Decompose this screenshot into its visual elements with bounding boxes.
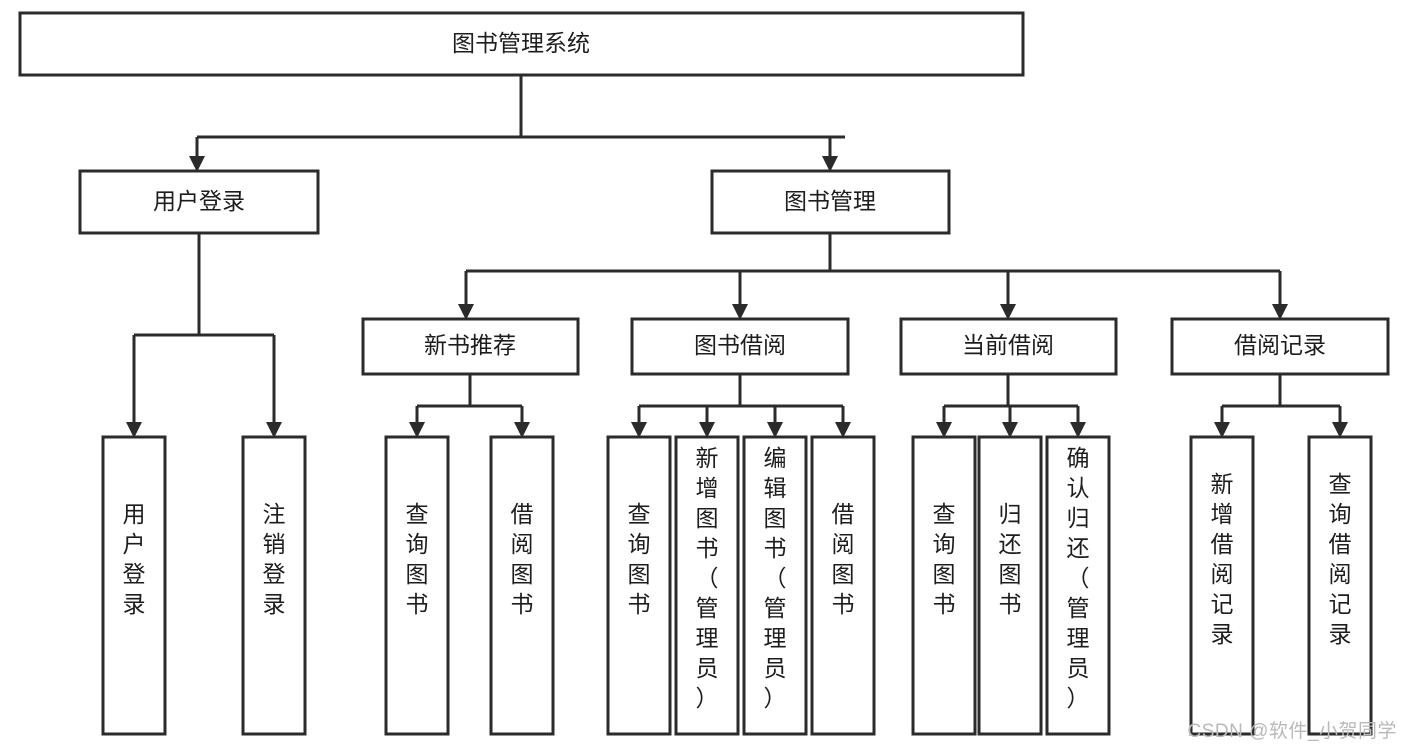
node-leaf-cb-confirm-return-box[interactable]: [1045, 435, 1111, 736]
arrow-bm-to-book-borrow: [732, 304, 748, 320]
node-leaf-bb-edit-book-box[interactable]: [742, 435, 808, 736]
node-leaf-nb-query-book[interactable]: 查询图书: [384, 435, 450, 736]
node-leaf-bb-query-book[interactable]: 查询图书: [606, 435, 672, 736]
node-leaf-nb-borrow-book-label: 借阅图书: [511, 501, 534, 617]
node-leaf-nb-query-book-label: 查询图书: [406, 501, 429, 617]
node-user-login[interactable]: 用户登录: [78, 169, 320, 235]
arrow-nb-leaf1: [409, 422, 425, 438]
node-root-box[interactable]: [18, 11, 1025, 77]
node-user-login-box[interactable]: [78, 169, 320, 235]
node-leaf-br-add-record-label: 新增借阅记录: [1211, 471, 1234, 647]
node-book-manage[interactable]: 图书管理: [710, 169, 951, 235]
node-leaf-bb-borrow-book-box[interactable]: [810, 435, 876, 736]
node-leaf-cb-return-book-box[interactable]: [977, 435, 1043, 736]
node-user-login-label: 用户登录: [153, 188, 245, 214]
node-leaf-br-query-record[interactable]: 查询借阅记录: [1307, 435, 1373, 736]
arrow-bb-leaf3: [767, 422, 783, 438]
edge-group-borrowrecord-to-leaves: [1214, 374, 1348, 438]
node-book-borrow[interactable]: 图书借阅: [630, 317, 850, 376]
node-leaf-logout-label: 注销登录: [263, 501, 286, 617]
node-borrow-record-box[interactable]: [1170, 317, 1390, 376]
arrow-bb-leaf2: [699, 422, 715, 438]
arrow-br-leaf2: [1332, 422, 1348, 438]
node-leaf-logout-box[interactable]: [241, 435, 307, 736]
node-root-label: 图书管理系统: [452, 30, 590, 56]
arrow-bm-to-borrow-record: [1272, 304, 1288, 320]
arrow-br-leaf1: [1214, 422, 1230, 438]
node-new-book-recommend-box[interactable]: [361, 317, 580, 376]
node-leaf-cb-query-book-label: 查询图书: [933, 501, 956, 617]
node-leaf-br-add-record[interactable]: 新增借阅记录: [1189, 435, 1255, 736]
node-leaf-cb-confirm-return[interactable]: 确认归还（管理员）: [1045, 435, 1111, 736]
node-leaf-user-login-box[interactable]: [101, 435, 167, 736]
node-leaf-user-login[interactable]: 用户登录: [101, 435, 167, 736]
arrow-cb-leaf2: [1002, 422, 1018, 438]
node-current-borrow-label: 当前借阅: [962, 332, 1054, 358]
arrow-user-login-leaf1: [126, 422, 142, 438]
edge-group-currentborrow-to-leaves: [936, 374, 1086, 438]
node-root-system[interactable]: 图书管理系统: [18, 11, 1025, 77]
node-leaf-cb-query-book-box[interactable]: [911, 435, 977, 736]
node-leaf-bb-query-book-box[interactable]: [606, 435, 672, 736]
node-leaf-cb-query-book[interactable]: 查询图书: [911, 435, 977, 736]
edge-group-userlogin-to-leaves: [126, 233, 282, 438]
node-book-borrow-box[interactable]: [630, 317, 850, 376]
node-current-borrow[interactable]: 当前借阅: [899, 317, 1118, 376]
arrow-cb-leaf3: [1070, 422, 1086, 438]
node-leaf-bb-borrow-book-label: 借阅图书: [832, 501, 855, 617]
node-borrow-record[interactable]: 借阅记录: [1170, 317, 1390, 376]
arrow-root-to-book-manage: [822, 156, 838, 172]
node-leaf-user-login-label: 用户登录: [123, 501, 146, 617]
arrow-cb-leaf1: [936, 422, 952, 438]
csdn-watermark: CSDN @软件_小贺同学: [1187, 721, 1397, 742]
node-leaf-cb-return-book[interactable]: 归还图书: [977, 435, 1043, 736]
arrow-user-login-leaf2: [266, 422, 282, 438]
node-leaf-bb-borrow-book[interactable]: 借阅图书: [810, 435, 876, 736]
arrow-bm-to-new-book: [458, 304, 474, 320]
edge-group-root-to-level2: [189, 76, 845, 172]
node-book-manage-box[interactable]: [710, 169, 951, 235]
node-leaf-bb-edit-book[interactable]: 编辑图书（管理员）: [742, 435, 808, 736]
arrow-bb-leaf1: [631, 422, 647, 438]
node-leaf-bb-add-book[interactable]: 新增图书（管理员）: [674, 435, 740, 736]
node-leaf-br-query-record-box[interactable]: [1307, 435, 1373, 736]
node-leaf-cb-return-book-label: 归还图书: [999, 501, 1022, 617]
node-leaf-bb-add-book-label: 新增图书（管理员）: [696, 445, 719, 711]
edge-group-bookborrow-to-leaves: [631, 374, 851, 438]
edge-group-bookmanage-to-level3: [458, 233, 1288, 320]
node-leaf-bb-query-book-label: 查询图书: [628, 501, 651, 617]
node-leaf-nb-borrow-book-box[interactable]: [489, 435, 555, 736]
arrow-nb-leaf2: [514, 422, 530, 438]
node-leaf-logout[interactable]: 注销登录: [241, 435, 307, 736]
node-current-borrow-box[interactable]: [899, 317, 1118, 376]
node-book-manage-label: 图书管理: [784, 188, 876, 214]
node-leaf-bb-edit-book-label: 编辑图书（管理员）: [764, 445, 787, 711]
node-book-borrow-label: 图书借阅: [694, 332, 786, 358]
arrow-root-to-user-login: [189, 156, 205, 172]
arrow-bb-leaf4: [835, 422, 851, 438]
node-leaf-nb-borrow-book[interactable]: 借阅图书: [489, 435, 555, 736]
node-leaf-nb-query-book-box[interactable]: [384, 435, 450, 736]
node-borrow-record-label: 借阅记录: [1234, 332, 1326, 358]
node-leaf-bb-add-book-box[interactable]: [674, 435, 740, 736]
node-new-book-recommend[interactable]: 新书推荐: [361, 317, 580, 376]
node-leaf-cb-confirm-return-label: 确认归还（管理员）: [1067, 445, 1090, 711]
node-leaf-br-add-record-box[interactable]: [1189, 435, 1255, 736]
node-leaf-br-query-record-label: 查询借阅记录: [1329, 471, 1352, 647]
arrow-bm-to-current-borrow: [1000, 304, 1016, 320]
edge-group-newbook-to-leaves: [409, 374, 530, 438]
node-new-book-recommend-label: 新书推荐: [424, 332, 516, 358]
